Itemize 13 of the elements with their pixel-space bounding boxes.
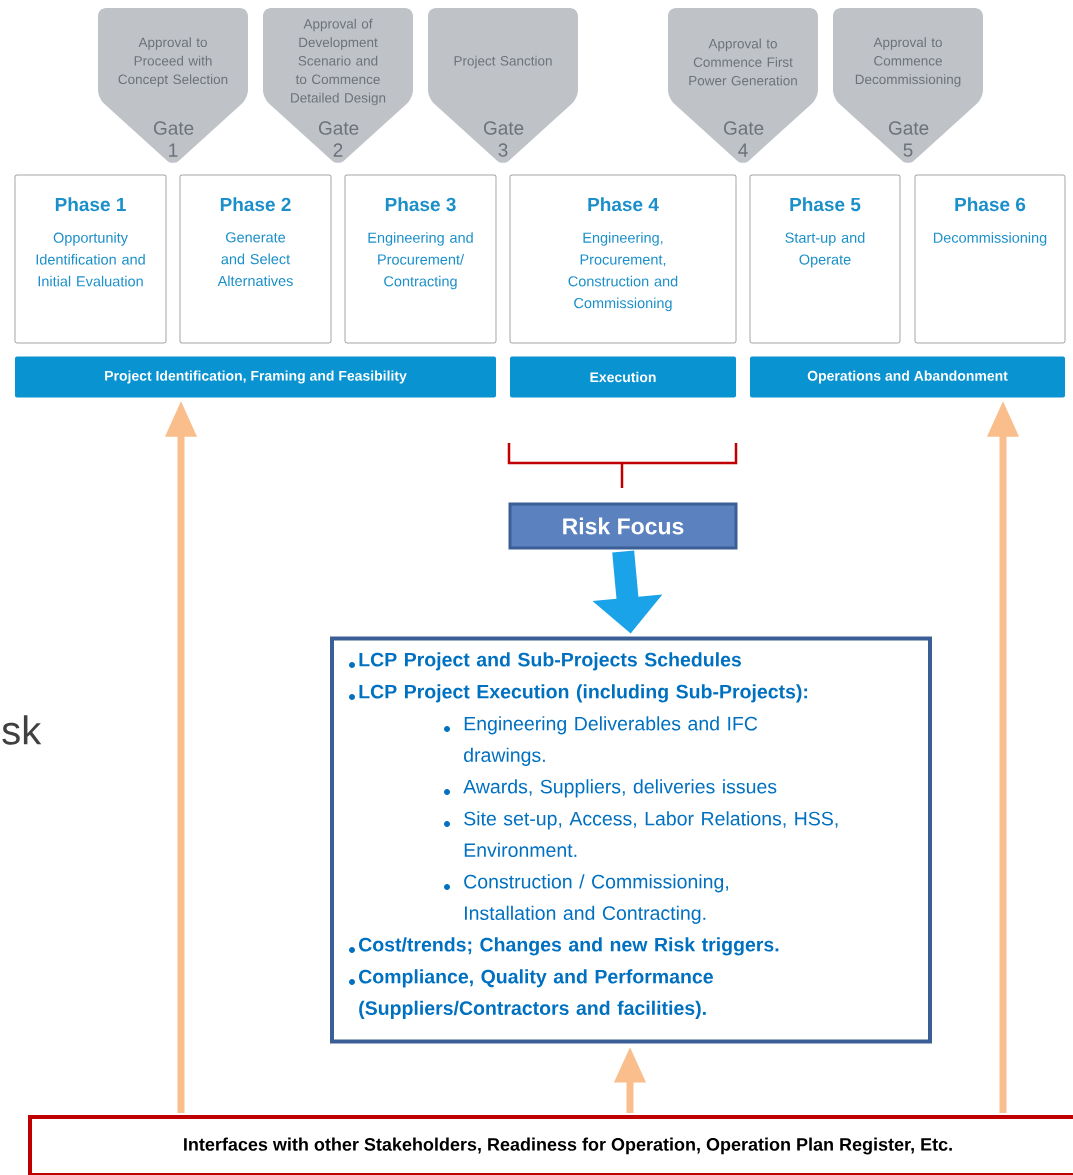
bullet-list-box: LCP Project and Sub-Projects Schedules LCP Project Execution (including Sub-Projects): Engineering Deliverables and IFC drawings. Awards, Suppliers, deliveries issues Site set-up, Access, Labor Relations, HSS, Environment. Construction / Commissioning, Installation and Contracting. Cost/trends; Changes and new Risk triggers. Compliance, Quality and Performance (Suppliers/Contractors and facilities). (330, 636, 932, 1044)
phase-band: Project Identification, Framing and Feasibility (15, 356, 496, 398)
phase-band: Execution (510, 356, 736, 398)
phase-box: Phase 4 Engineering, Procurement, Construction and Commissioning (509, 174, 737, 344)
phase-box: Phase 3 Engineering and Procurement/ Contracting (344, 174, 497, 344)
phase-box: Phase 6 Decommissioning (914, 174, 1066, 344)
phase-box: Phase 2 Generate and Select Alternatives (179, 174, 332, 344)
phase-box: Phase 1 Opportunity Identification and Initial Evaluation (14, 174, 167, 344)
phase-box: Phase 5 Start-up and Operate (749, 174, 901, 344)
cut-off-text: sk (2, 715, 42, 745)
interfaces-box: Interfaces with other Stakeholders, Readiness for Operation, Operation Plan Register, Etc. (28, 1115, 1073, 1175)
risk-focus-box: Risk Focus (508, 502, 738, 550)
phase-band: Operations and Abandonment (750, 356, 1065, 398)
